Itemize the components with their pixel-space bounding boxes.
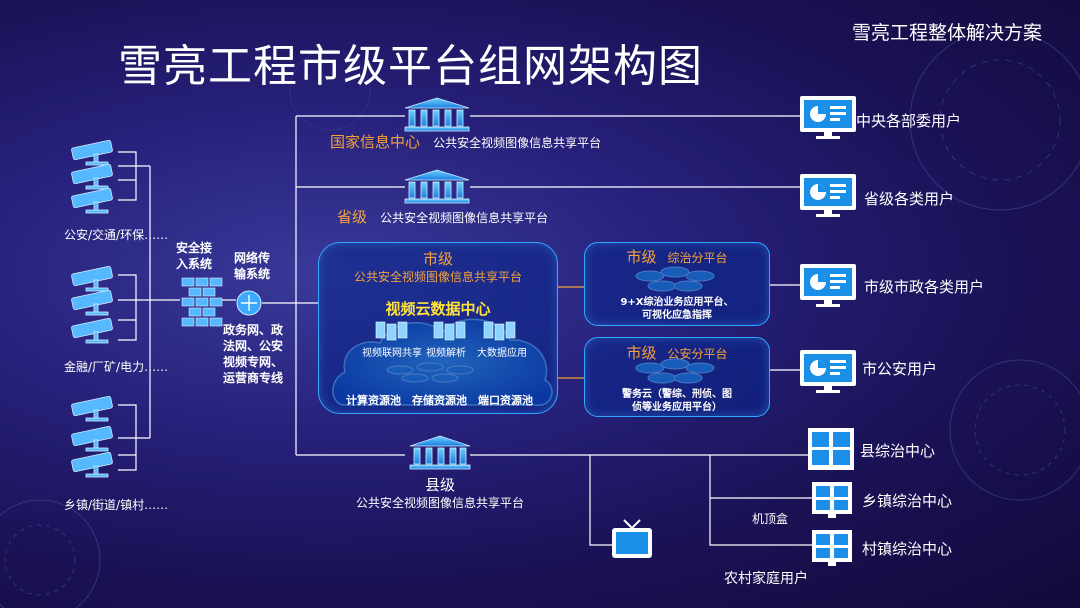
comprehensive-name: 综治分平台 [667, 251, 728, 265]
server-icon [433, 321, 466, 341]
monitor-grid-icon [812, 482, 852, 518]
rural-home-user: 农村家庭用户 [724, 571, 808, 587]
monitor-icon [800, 264, 856, 307]
server-icon [375, 321, 408, 341]
network-transmission-label: 网络传 输系统 [234, 251, 271, 281]
police-subplatform-header: 市级 公安分平台 [584, 342, 770, 363]
camera-icon [71, 451, 113, 478]
comprehensive-level: 市级 [626, 248, 657, 266]
server-icon [483, 321, 516, 341]
comprehensive-desc: 9+X综治业务应用平台、 可视化应急指挥 [620, 297, 734, 321]
camera-icon [71, 139, 113, 166]
tv-icon [612, 519, 652, 558]
cloud-item: 视频联网共享 [362, 348, 422, 359]
national-platform-label: 国家信息中心 公共安全视频图像信息共享平台 [330, 131, 601, 152]
resource-pool: 存储资源池 [412, 394, 467, 407]
camera-group-label: 乡镇/街道/镇村…… [64, 498, 169, 512]
security-access-label: 安全接 入系统 [176, 241, 213, 271]
comprehensive-subplatform-panel [584, 242, 770, 326]
network-types-label: 政务网、政 法网、公安 视频专网、 运营商专线 [223, 323, 284, 385]
page-subtitle: 雪亮工程整体解决方案 [851, 22, 1042, 44]
camera-icon [71, 317, 113, 344]
user-city-gov: 市级市政各类用户 [864, 278, 985, 296]
camera-icon [71, 425, 113, 452]
monitor-icon [800, 350, 856, 393]
national-platform-desc: 公共安全视频图像信息共享平台 [433, 136, 602, 150]
monitor-icon [800, 96, 856, 139]
police-name: 公安分平台 [667, 347, 728, 361]
building-icon [404, 97, 470, 132]
province-platform-name: 省级 [337, 208, 368, 226]
camera-group-label: 金融/厂矿/电力…… [64, 360, 169, 374]
camera-icon [71, 187, 113, 214]
building-icon [404, 169, 470, 204]
user-province: 省级各类用户 [864, 190, 955, 208]
camera-icon [71, 289, 113, 316]
police-subplatform-panel [584, 337, 770, 417]
camera-icon [71, 395, 113, 422]
monitor-icon [800, 174, 856, 217]
comprehensive-subplatform-header: 市级 综治分平台 [584, 246, 770, 267]
user-city-police: 市公安用户 [862, 360, 938, 378]
user-central: 中央各部委用户 [856, 112, 962, 130]
user-village-center: 村镇综治中心 [862, 540, 953, 558]
set-top-box-label: 机顶盒 [752, 512, 789, 526]
county-platform-desc: 公共安全视频图像信息共享平台 [355, 496, 524, 510]
police-level: 市级 [626, 344, 657, 362]
city-platform-name: 市级 [422, 250, 453, 268]
province-platform-desc: 公共安全视频图像信息共享平台 [380, 211, 549, 225]
camera-icon [71, 265, 113, 292]
province-platform-label: 省级 公共安全视频图像信息共享平台 [337, 206, 548, 227]
city-platform-desc: 公共安全视频图像信息共享平台 [353, 270, 522, 284]
connector-lines [118, 115, 812, 546]
monitor-grid-icon [812, 530, 852, 566]
page-title: 雪亮工程市级平台组网架构图 [118, 41, 703, 92]
camera-group-label: 公安/交通/环保…… [64, 228, 169, 242]
cloud-item: 大数据应用 [477, 348, 527, 359]
resource-pool: 计算资源池 [346, 394, 401, 407]
resource-pool: 端口资源池 [478, 394, 533, 407]
building-icon [409, 435, 471, 470]
cloud-datacenter-title: 视频云数据中心 [385, 300, 491, 318]
monitor-grid-icon [808, 428, 854, 470]
national-platform-name: 国家信息中心 [330, 133, 421, 151]
decorative-rings [0, 29, 1080, 608]
orange-links [558, 286, 584, 379]
user-county-center: 县综治中心 [860, 442, 936, 460]
camera-icon [71, 163, 113, 190]
county-platform-name: 县级 [424, 476, 455, 494]
police-desc: 警务云（警综、刑侦、图 侦等业务应用平台） [622, 389, 732, 413]
user-town-center: 乡镇综治中心 [862, 492, 953, 510]
cloud-item: 视频解析 [426, 348, 466, 359]
